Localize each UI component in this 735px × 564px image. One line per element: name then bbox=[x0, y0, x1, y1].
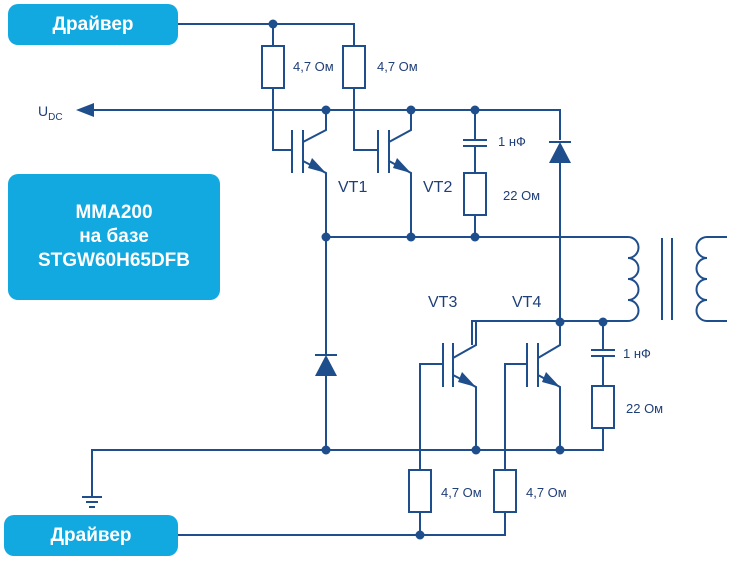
driver-bottom-box: Драйвер bbox=[4, 515, 178, 556]
driver-bottom-label: Драйвер bbox=[50, 524, 132, 546]
resistor-gate-top-2-label: 4,7 Ом bbox=[377, 59, 418, 74]
junction-dot bbox=[555, 445, 565, 455]
transformer bbox=[471, 236, 727, 345]
capacitor-snubber-bottom bbox=[591, 349, 615, 357]
wire-driver-top bbox=[178, 23, 355, 46]
resistor-snubber-top bbox=[463, 172, 487, 216]
module-line-2: на базе bbox=[79, 226, 149, 247]
capacitor-snubber-top-label: 1 нФ bbox=[498, 134, 526, 149]
vt2-label: VT2 bbox=[423, 179, 452, 196]
module-line-1: MMA200 bbox=[75, 202, 153, 223]
driver-top-label: Драйвер bbox=[52, 13, 134, 35]
junction-dot bbox=[406, 232, 416, 242]
resistor-gate-top-2 bbox=[342, 45, 366, 89]
resistor-gate-bottom-2-label: 4,7 Ом bbox=[526, 485, 567, 500]
resistor-gate-top-1 bbox=[261, 45, 285, 89]
vt4-label: VT4 bbox=[512, 294, 541, 311]
module-info-box: MMA200 на базе STGW60H65DFB bbox=[8, 174, 220, 300]
udc-arrow-icon bbox=[76, 103, 94, 117]
diode-top bbox=[549, 141, 571, 322]
resistor-gate-bottom-1 bbox=[408, 469, 432, 513]
junction-dot bbox=[415, 530, 425, 540]
resistor-gate-bottom-1-label: 4,7 Ом bbox=[441, 485, 482, 500]
igbt-vt3 bbox=[419, 322, 477, 470]
resistor-snubber-bottom-label: 22 Ом bbox=[626, 401, 663, 416]
igbt-vt4 bbox=[504, 322, 561, 470]
module-line-3: STGW60H65DFB bbox=[37, 250, 191, 271]
driver-top-box: Драйвер bbox=[8, 4, 178, 45]
vt3-label: VT3 bbox=[428, 294, 457, 311]
junction-dot bbox=[321, 445, 331, 455]
ground-icon bbox=[82, 496, 102, 508]
resistor-snubber-bottom bbox=[591, 385, 615, 429]
capacitor-snubber-top bbox=[463, 139, 487, 147]
junction-dot bbox=[470, 232, 480, 242]
junction-dot bbox=[471, 445, 481, 455]
resistor-gate-top-1-label: 4,7 Ом bbox=[293, 59, 334, 74]
wire-driver-bottom bbox=[178, 512, 506, 536]
wire-udc-bus bbox=[92, 109, 561, 140]
resistor-gate-bottom-2 bbox=[493, 469, 517, 513]
diode-bottom bbox=[315, 237, 337, 450]
junction-dot bbox=[268, 19, 278, 29]
igbt-vt1 bbox=[272, 88, 327, 237]
udc-label: UDC bbox=[38, 103, 63, 123]
igbt-vt2 bbox=[353, 88, 412, 237]
resistor-snubber-top-label: 22 Ом bbox=[503, 188, 540, 203]
wire-snubber-bottom bbox=[91, 322, 604, 497]
capacitor-snubber-bottom-label: 1 нФ bbox=[623, 346, 651, 361]
vt1-label: VT1 bbox=[338, 179, 367, 196]
